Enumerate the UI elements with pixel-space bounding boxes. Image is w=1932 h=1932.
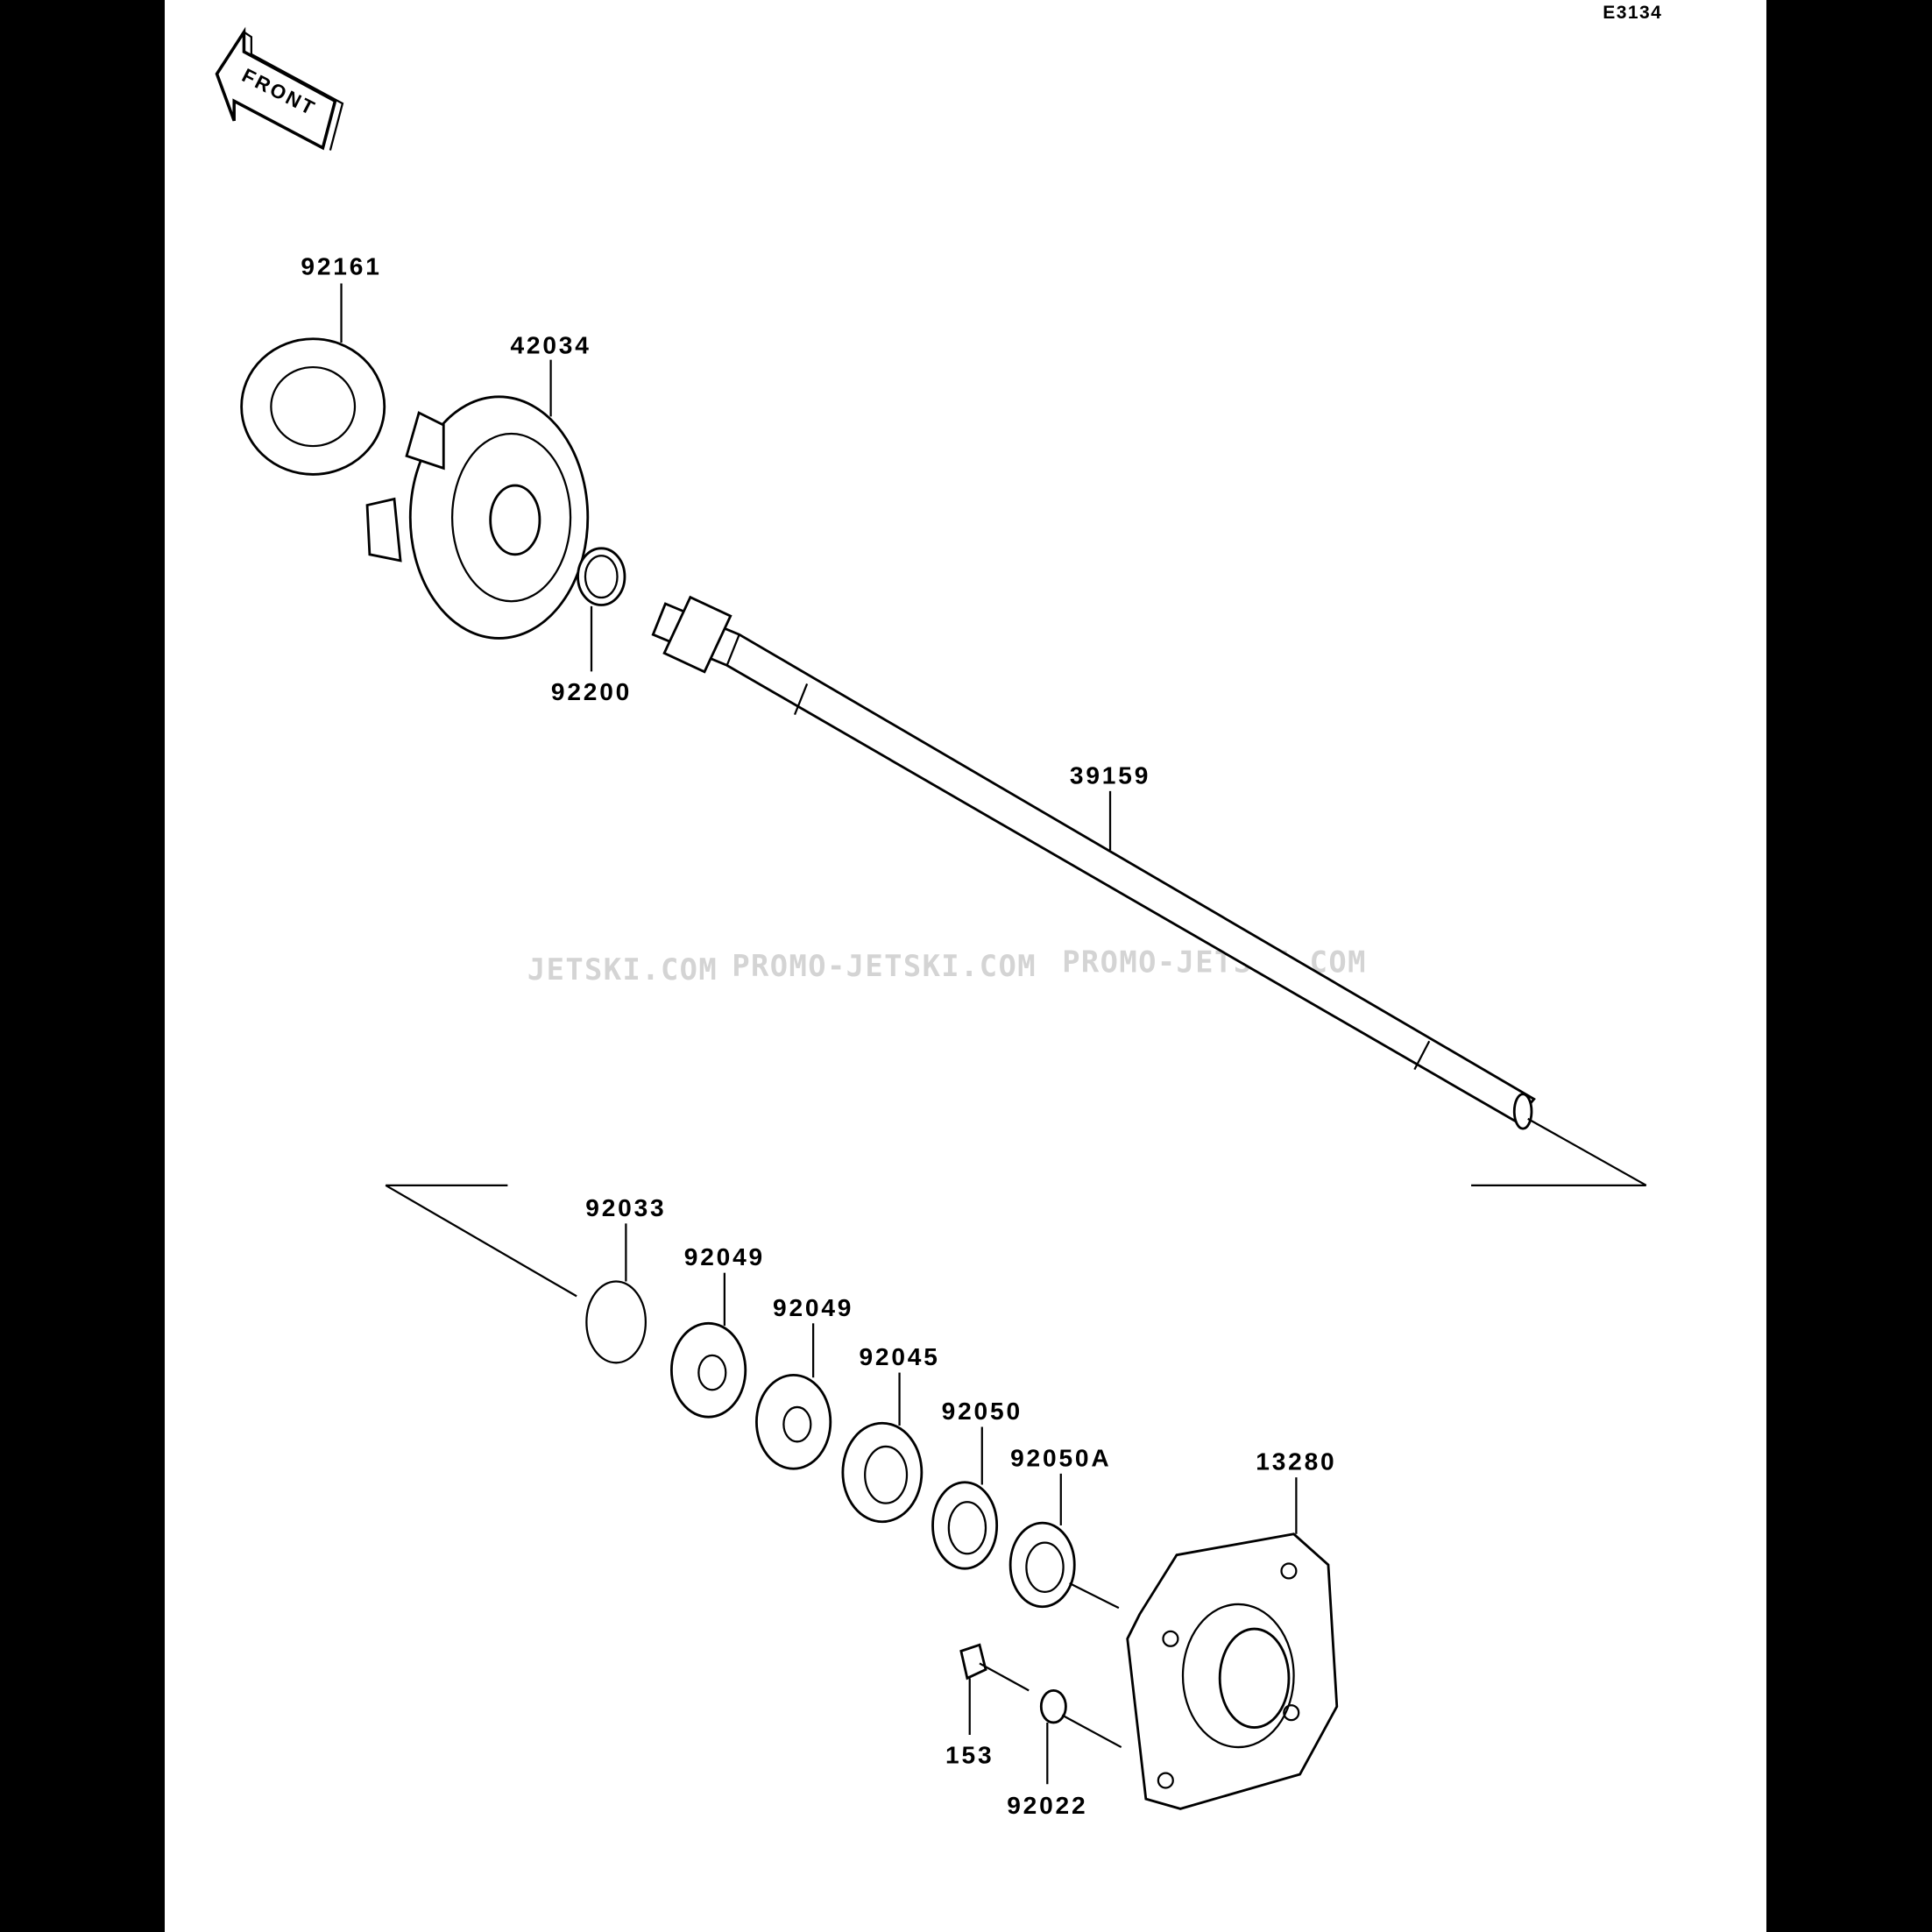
- part-92049-spacer-2[interactable]: [755, 1323, 832, 1470]
- part-92033-circlip[interactable]: [585, 1223, 647, 1364]
- part-label: 13280: [1256, 1448, 1336, 1476]
- watermark-2: PROMO-JETSKI.COM: [732, 949, 1037, 983]
- part-label: 92033: [585, 1194, 666, 1221]
- part-92045-bearing[interactable]: [841, 1372, 924, 1524]
- part-13280-bearing-housing[interactable]: [1126, 1477, 1339, 1810]
- part-label: 92049: [684, 1243, 765, 1270]
- diagram-sheet: [165, 0, 1766, 1932]
- part-92050-oil-seal[interactable]: [931, 1426, 999, 1570]
- part-92022-washer[interactable]: [1039, 1688, 1122, 1785]
- part-label: 92050A: [1010, 1444, 1111, 1471]
- part-label: 92161: [301, 253, 381, 280]
- part-92050A-oil-seal[interactable]: [1008, 1473, 1120, 1610]
- part-label: 92022: [1007, 1792, 1087, 1819]
- part-92200-washer[interactable]: [577, 547, 626, 672]
- watermark-1: JETSKI.COM: [527, 952, 718, 987]
- part-label: 92045: [859, 1343, 939, 1370]
- front-arrow-icon: FRONT: [215, 26, 344, 151]
- part-label: 92049: [773, 1294, 853, 1321]
- part-label: 92200: [551, 678, 632, 705]
- diagram-code: E3134: [1603, 3, 1662, 23]
- part-label: 39159: [1070, 761, 1150, 789]
- part-label: 42034: [510, 332, 591, 359]
- part-92049-spacer-1[interactable]: [670, 1272, 747, 1419]
- part-42034-impeller[interactable]: [365, 359, 590, 640]
- part-153-bolt[interactable]: [959, 1643, 1030, 1735]
- part-92161-damper[interactable]: [240, 283, 386, 476]
- part-label: 153: [945, 1741, 994, 1768]
- part-39159-drive-shaft[interactable]: [385, 595, 1647, 1298]
- part-label: 92050: [942, 1398, 1023, 1425]
